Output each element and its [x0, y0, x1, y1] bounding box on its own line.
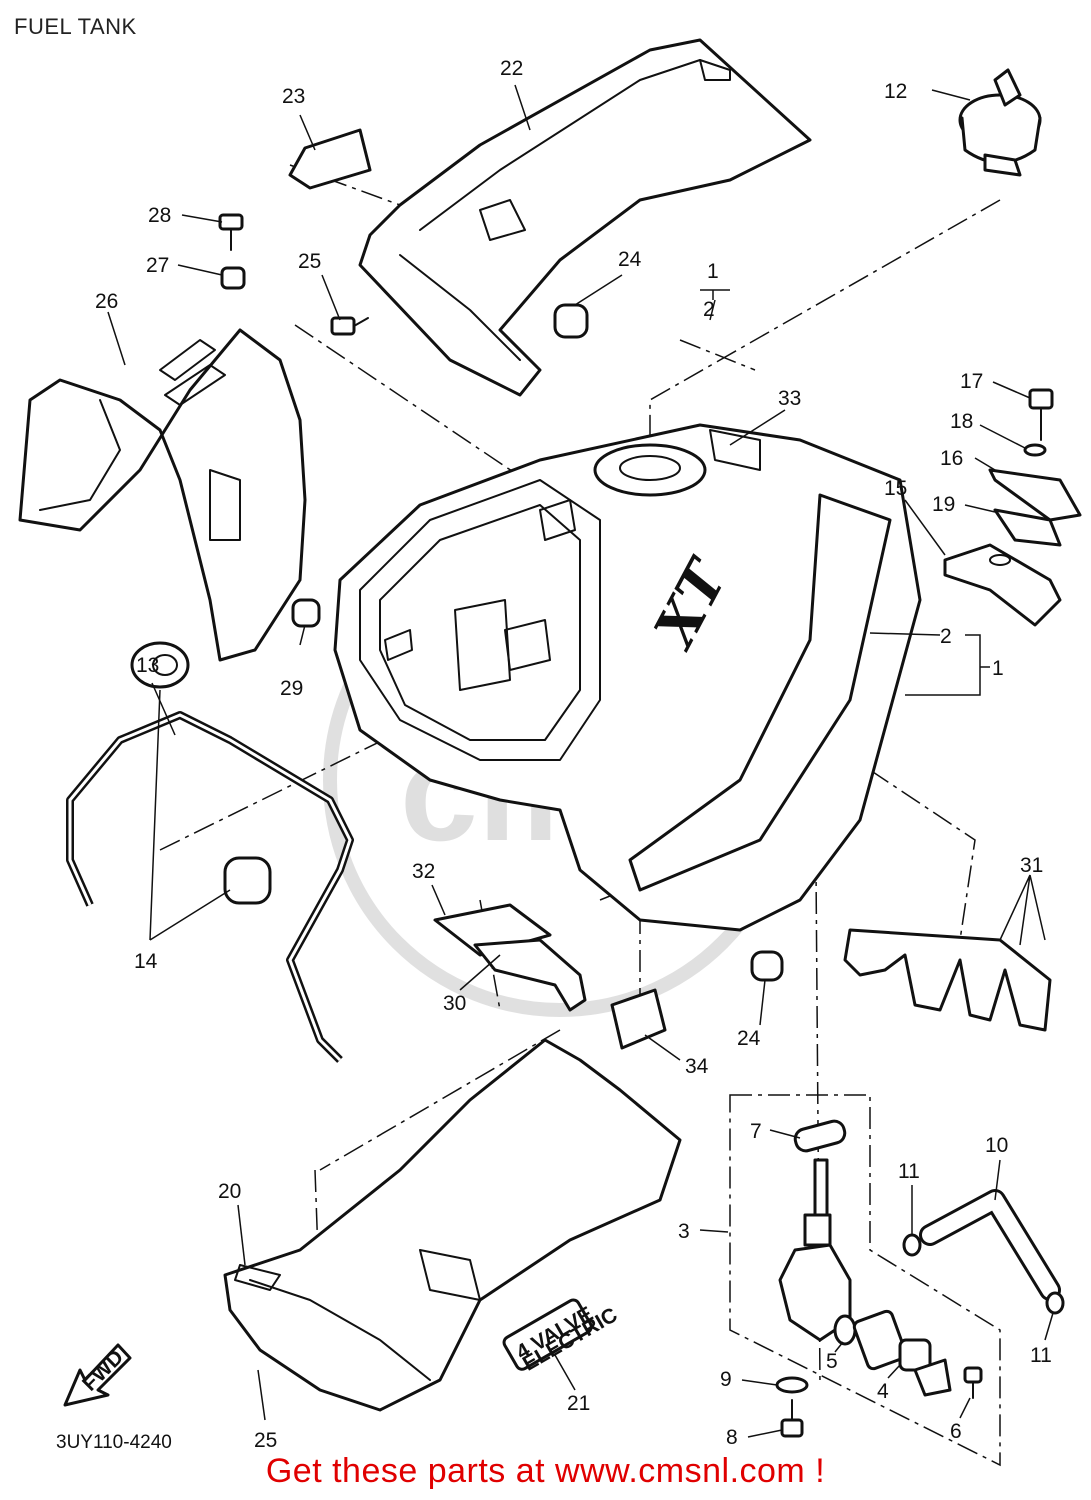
page-title: FUEL TANK — [14, 14, 137, 39]
part-34-pad — [610, 988, 667, 1050]
part-22-upper-cover — [358, 38, 812, 397]
callout-24-upper: 24 — [618, 248, 642, 271]
part-30-bracket — [473, 938, 587, 1012]
callout-9: 9 — [720, 1368, 732, 1391]
part-25-bolt-upper — [330, 316, 369, 336]
part-26-left-side-cover — [18, 328, 307, 662]
callout-1-side: 1 — [992, 657, 1004, 680]
leader-lines — [107, 84, 1054, 1438]
callout-30: 30 — [443, 992, 466, 1015]
part-11-clip-upper — [902, 1233, 922, 1257]
part-20-lower-cover — [223, 1038, 682, 1412]
callout-18: 18 — [950, 410, 973, 433]
part-3-fuel-cock — [778, 1158, 852, 1342]
part-17-bolt — [1028, 388, 1054, 441]
part-23-pad — [288, 128, 372, 190]
callout-11-upper: 11 — [898, 1160, 920, 1183]
part-14-dampers — [130, 641, 272, 905]
part-12-fuel-cap — [958, 68, 1042, 177]
part-15-hinge — [943, 543, 1062, 627]
callout-32: 32 — [412, 860, 435, 883]
callout-31: 31 — [1020, 854, 1043, 877]
part-27-collar — [220, 266, 246, 290]
callout-3: 3 — [678, 1220, 690, 1243]
callout-27: 27 — [146, 254, 169, 277]
part-11-clip-lower — [1045, 1291, 1065, 1315]
part-24-grommet-upper — [553, 303, 589, 339]
part-5-o-ring — [833, 1314, 857, 1346]
callout-25-upper: 25 — [298, 250, 321, 273]
callout-1-top: 1 — [707, 260, 719, 283]
callout-14: 14 — [134, 950, 158, 973]
callout-7: 7 — [750, 1120, 762, 1143]
part-28-screw — [218, 213, 244, 251]
callout-6: 6 — [950, 1420, 962, 1443]
callout-2-top: 2 — [703, 298, 715, 321]
part-19-plate — [993, 508, 1062, 547]
callout-11-lower: 11 — [1030, 1344, 1052, 1367]
callout-17: 17 — [960, 370, 983, 393]
callout-16: 16 — [940, 447, 963, 470]
part-29-grommet — [291, 598, 321, 628]
part-16-plate — [988, 468, 1082, 522]
callout-10: 10 — [985, 1134, 1008, 1157]
fwd-arrow-icon — [63, 1343, 132, 1407]
part-24-grommet-lower — [750, 950, 784, 982]
callout-13: 13 — [136, 654, 159, 677]
callout-2-side: 2 — [940, 625, 952, 648]
part-18-washer — [1023, 443, 1047, 457]
callout-19: 19 — [932, 493, 955, 516]
callout-24-lower: 24 — [737, 1027, 761, 1050]
callout-34: 34 — [685, 1055, 709, 1078]
callout-20: 20 — [218, 1180, 241, 1203]
callout-25-lower: 25 — [254, 1429, 277, 1452]
callout-21: 21 — [567, 1392, 590, 1415]
callout-28: 28 — [148, 204, 171, 227]
callout-8: 8 — [726, 1426, 738, 1449]
callout-29: 29 — [280, 677, 303, 700]
callout-26: 26 — [95, 290, 118, 313]
part-6-screw — [963, 1366, 983, 1399]
part-8-bolt — [780, 1399, 804, 1438]
part-9-washer — [775, 1376, 809, 1394]
callout-5: 5 — [826, 1350, 838, 1373]
callout-4: 4 — [877, 1380, 889, 1403]
diagram-code: 3UY110-4240 — [56, 1432, 172, 1453]
callout-33: 33 — [778, 387, 801, 410]
part-21-sticker — [502, 1298, 593, 1371]
part-4-lever — [852, 1309, 952, 1397]
part-31-knee-grips — [843, 928, 1052, 1032]
callout-22: 22 — [500, 57, 523, 80]
main-fuel-tank — [333, 423, 922, 932]
callout-12: 12 — [884, 80, 907, 103]
callout-15: 15 — [884, 477, 907, 500]
footer-cta-link[interactable]: Get these parts at www.cmsnl.com ! — [265, 1452, 826, 1490]
part-10-hose — [919, 1189, 1061, 1301]
part-7-strainer-seal — [793, 1119, 847, 1153]
callout-23: 23 — [282, 85, 305, 108]
